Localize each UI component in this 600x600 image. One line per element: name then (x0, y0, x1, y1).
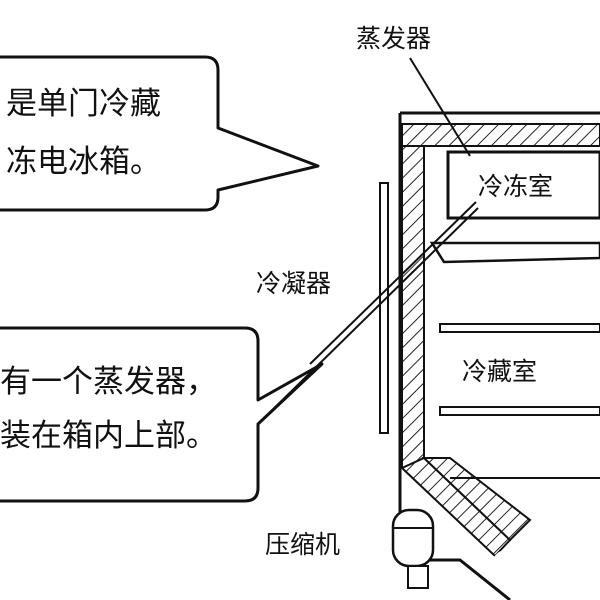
fridge-cabinet (398, 111, 600, 600)
freezer-box-outline (446, 150, 600, 220)
watermark-text: 什么值得买 (528, 554, 600, 579)
compressor-label: 压缩机 (265, 530, 340, 559)
speech-bubble-bottom: 有一个蒸发器， 装在箱内上部。 (0, 326, 324, 503)
fridge-compartment-label: 冷藏室 (462, 357, 537, 386)
zhi-icon (491, 549, 523, 581)
freezer-compartment-label: 冷冻室 (478, 172, 553, 201)
compressor-unit (391, 508, 435, 589)
condenser-label: 冷凝器 (256, 269, 331, 298)
shelf-1 (439, 323, 600, 333)
bubble-bottom-line1: 有一个蒸发器， (0, 364, 217, 400)
evaporator-label: 蒸发器 (356, 24, 431, 53)
bubble-bottom-line2: 装在箱内上部。 (0, 418, 217, 454)
watermark: 值 什么值得买 (491, 549, 600, 581)
evaporator-pointer (409, 57, 471, 157)
condenser-coil (379, 182, 389, 434)
drip-tray (429, 241, 600, 264)
speech-bubble-bottom-outline (0, 326, 324, 503)
bubble-pointer-upper (309, 201, 477, 365)
bubble-pointer-lower (257, 207, 479, 425)
evaporator-freezer-box: 冷冻室 (446, 150, 600, 220)
bubble-top-line1: 是单门冷藏 (6, 86, 161, 122)
top-insulation (401, 123, 600, 147)
speech-bubble-top-outline (0, 55, 320, 212)
back-wall-insulation (401, 145, 425, 469)
svg-text:值: 值 (500, 556, 518, 577)
bubble-top-line2: 冻电冰箱。 (6, 144, 161, 180)
speech-bubble-top: 是单门冷藏 冻电冰箱。 (0, 55, 320, 212)
shelf-2 (439, 406, 600, 416)
